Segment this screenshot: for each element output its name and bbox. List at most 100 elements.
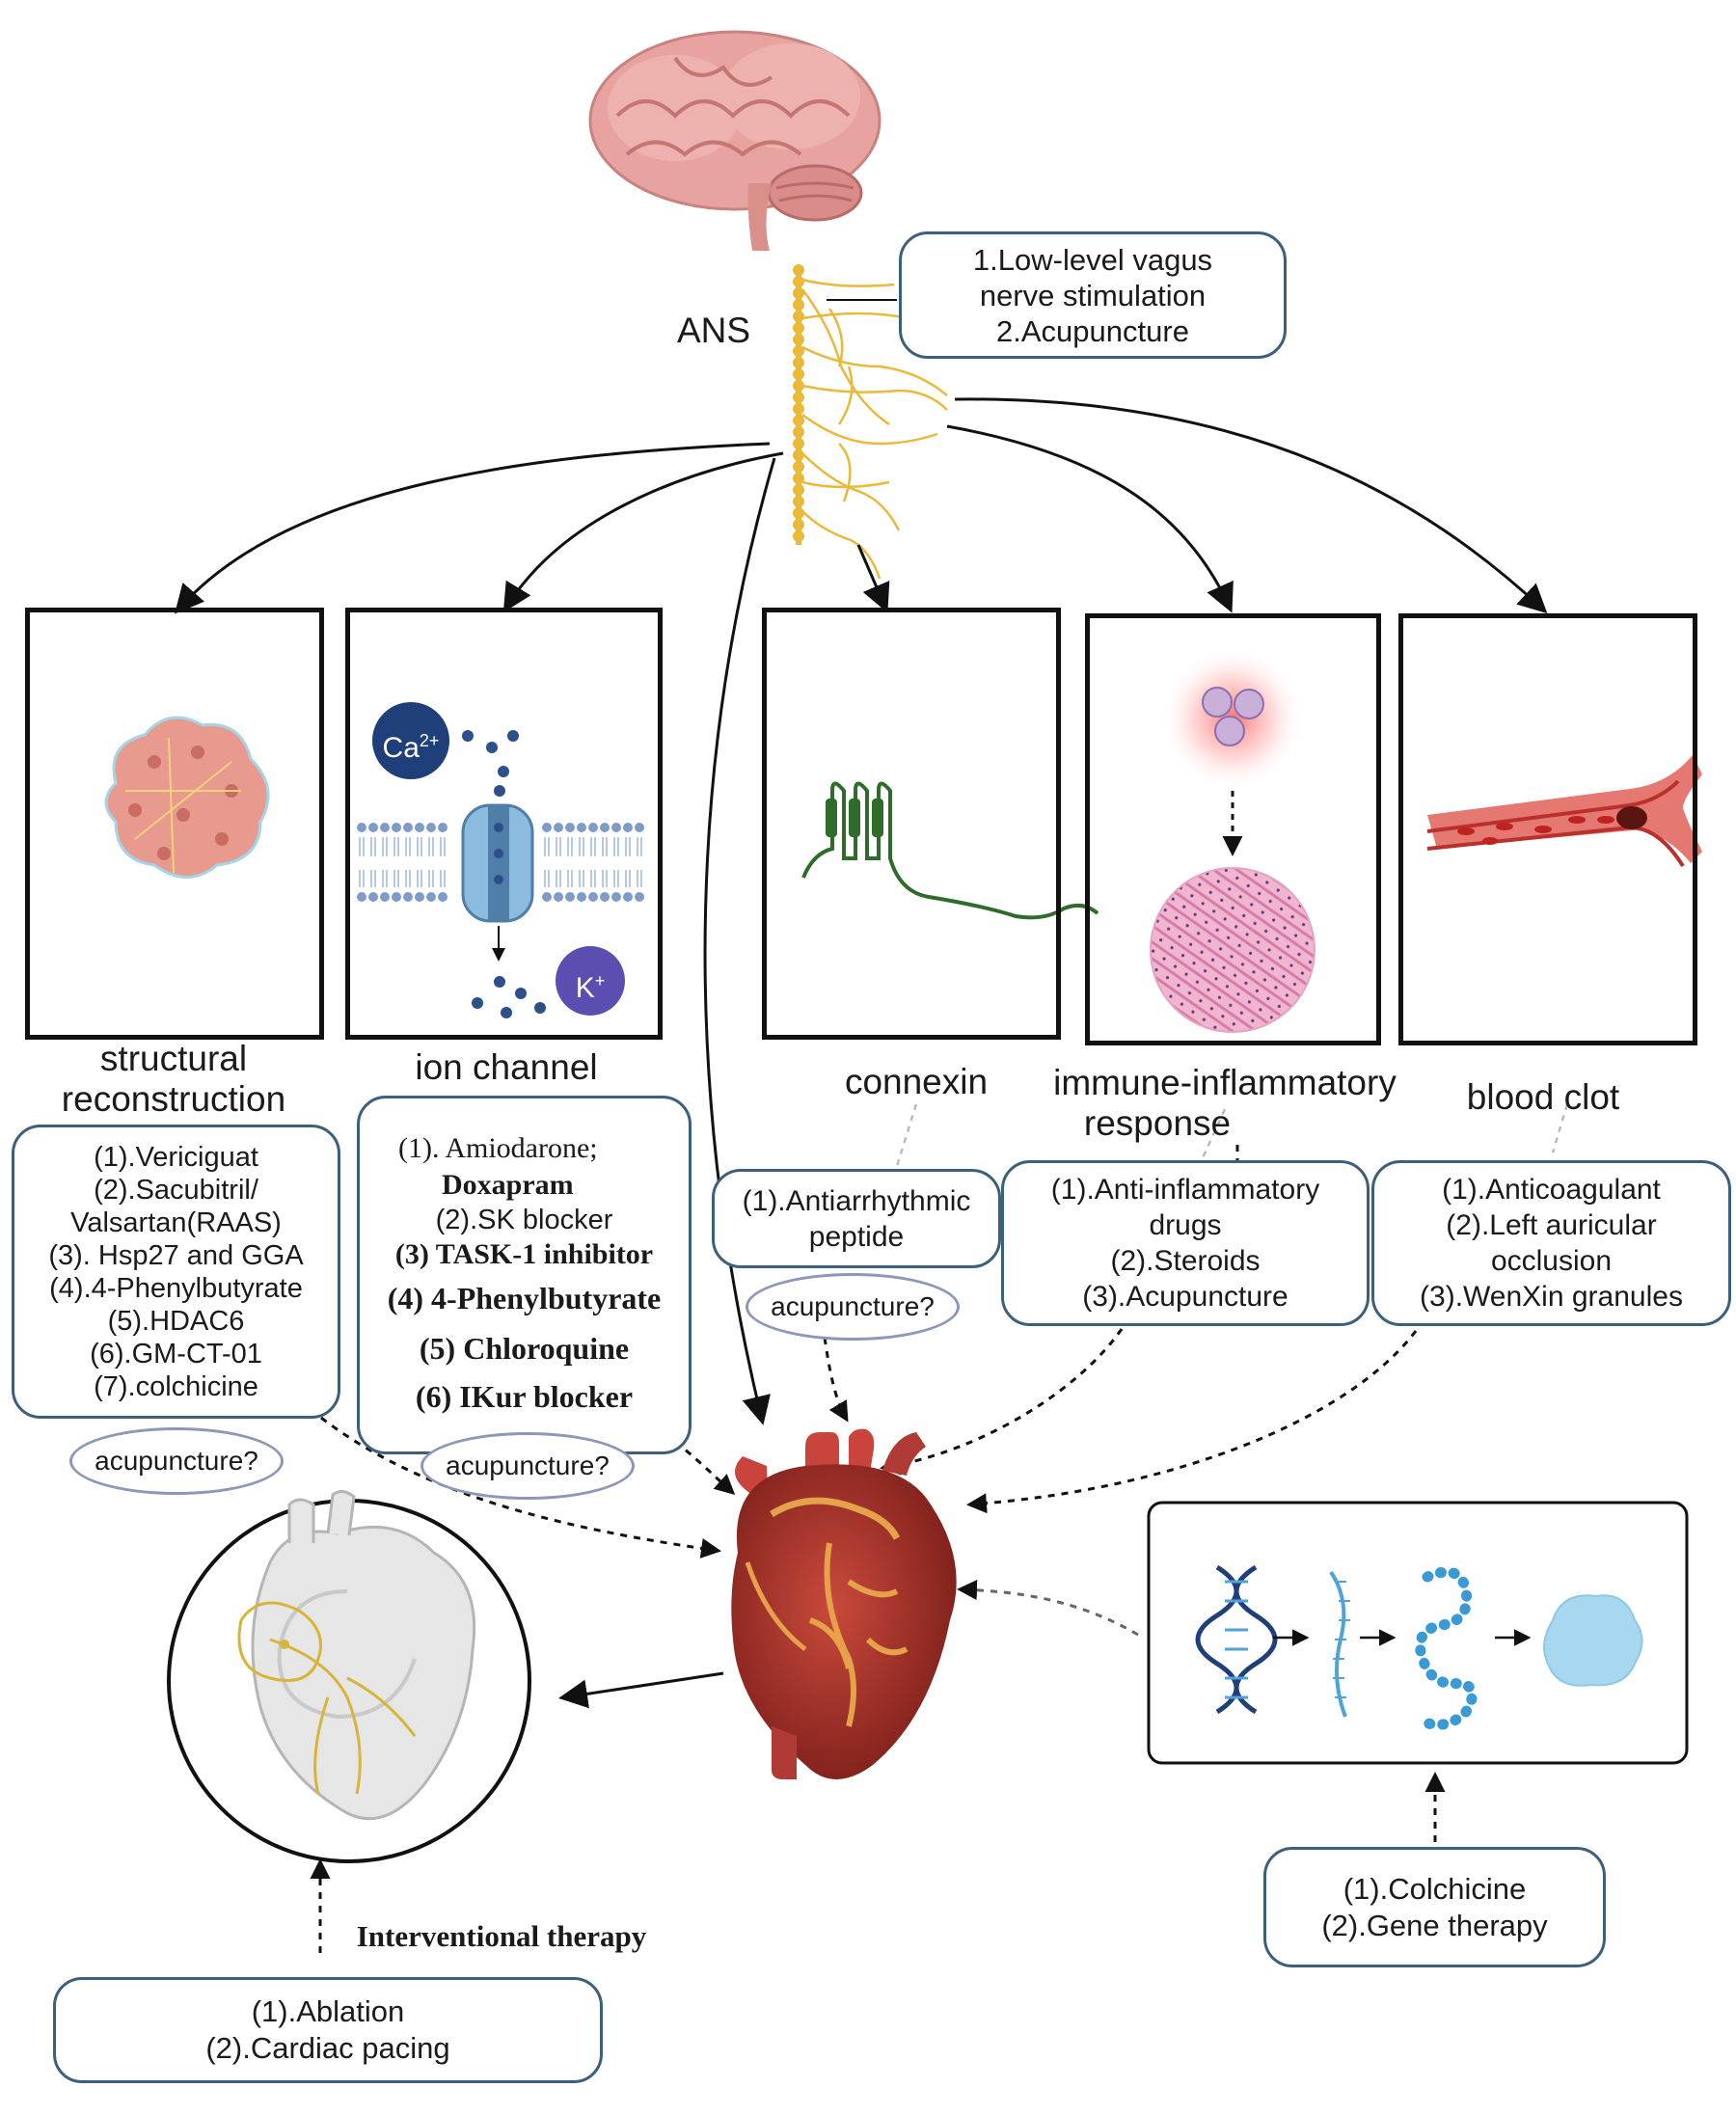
lipid-molecule <box>438 823 448 856</box>
lipid-molecule <box>357 823 366 856</box>
spinal-bead <box>793 334 804 345</box>
lipid-molecule <box>554 823 563 856</box>
lipid-molecule <box>577 823 586 856</box>
conduction-system-illustration <box>167 1490 531 1863</box>
lipid-molecule <box>368 870 378 902</box>
brain-illustration <box>588 30 882 251</box>
lipid-molecule <box>623 823 633 856</box>
gene-therapy-box: (1).Colchicine (2).Gene therapy <box>1263 1847 1606 1967</box>
ion-acupuncture-oval: acupuncture? <box>420 1432 635 1500</box>
arrow-to-immune <box>946 424 1234 613</box>
connexin-treatment-box: (1).Antiarrhythmic peptide <box>712 1169 1001 1268</box>
structural-panel <box>25 608 324 1040</box>
connexin-label: connexin <box>844 1062 989 1101</box>
spinal-bead <box>793 403 804 415</box>
spinal-cord-illustration <box>793 264 948 580</box>
ion-channel-illustration <box>357 702 644 1018</box>
heart-illustration <box>731 1428 957 1779</box>
lipid-molecule <box>565 823 575 856</box>
immune-treatment-box: (1).Anti-inflammatory drugs (2).Steroids… <box>1001 1160 1370 1326</box>
ion-channel-label: ion channel <box>415 1047 598 1087</box>
blood-clot-label: blood clot <box>1466 1077 1620 1117</box>
lipid-molecule <box>438 870 448 902</box>
spinal-bead <box>793 426 804 438</box>
lipid-molecule <box>554 870 563 902</box>
spinal-bead <box>793 264 804 276</box>
connexin-acupuncture-oval: acupuncture? <box>746 1273 960 1341</box>
spinal-bead <box>793 276 804 287</box>
ion-channel-panel <box>345 608 663 1040</box>
arrow-to-structural <box>175 442 771 614</box>
lipid-molecule <box>588 870 598 902</box>
lipid-molecule <box>403 823 413 856</box>
spinal-bead <box>793 392 804 403</box>
connexin-protein-illustration <box>801 781 1099 920</box>
lipid-molecule <box>565 870 575 902</box>
spinal-bead <box>793 368 804 380</box>
lipid-molecule <box>588 823 598 856</box>
blood-vessel-clot-illustration <box>1426 755 1702 868</box>
ion-channel-treatment-box: (1). Amiodarone; Doxapram (2).SK blocker… <box>357 1096 692 1454</box>
interventional-therapy-box: (1).Ablation (2).Cardiac pacing <box>53 1977 603 2083</box>
arrow-to-connexin <box>856 544 890 613</box>
lipid-molecule <box>415 870 424 902</box>
spinal-bead <box>793 473 804 484</box>
structural-treatment-box: (1).Vericiguat(2).Sacubitril/ Valsartan(… <box>12 1125 340 1419</box>
interventional-therapy-label: Interventional therapy <box>356 1919 647 1953</box>
calcium-ion-label: Ca2+ <box>382 731 440 764</box>
spinal-bead <box>793 299 804 311</box>
lipid-molecule <box>611 823 621 856</box>
lipid-molecule <box>600 870 610 902</box>
immune-panel <box>1085 613 1381 1045</box>
blood-clot-panel <box>1398 613 1697 1045</box>
blood-clot-treatment-box: (1).Anticoagulant (2).Left auricular occ… <box>1371 1160 1731 1326</box>
lipid-molecule <box>368 823 378 856</box>
lipid-molecule <box>577 870 586 902</box>
immune-label: immune-inflammatory response <box>1053 1063 1397 1143</box>
spinal-bead <box>793 449 804 461</box>
arrow-to-clot <box>954 397 1548 614</box>
cardiomyocyte-cluster-illustration <box>104 716 270 879</box>
potassium-ion-label: K+ <box>575 971 606 1004</box>
ans-therapy-box: 1.Low-level vagus nerve stimulation 2.Ac… <box>899 231 1287 359</box>
spinal-bead <box>793 287 804 299</box>
spinal-bead <box>793 415 804 426</box>
lipid-molecule <box>611 870 621 902</box>
lipid-molecule <box>403 870 413 902</box>
arrow-to-conduction <box>558 1671 724 1709</box>
arrow-to-ion <box>502 451 784 613</box>
spinal-bead <box>793 461 804 473</box>
connexin-panel <box>762 608 1061 1040</box>
lipid-molecule <box>392 823 401 856</box>
spinal-bead <box>793 519 804 530</box>
spinal-bead <box>793 380 804 392</box>
spinal-bead <box>793 507 804 519</box>
inflammation-illustration <box>1150 646 1316 1033</box>
spinal-bead <box>793 311 804 322</box>
lipid-molecule <box>426 870 436 902</box>
gene-expression-illustration <box>1147 1501 1689 1765</box>
structural-acupuncture-oval: acupuncture? <box>69 1427 284 1495</box>
lipid-molecule <box>542 823 552 856</box>
spinal-bead <box>793 345 804 357</box>
lipid-molecule <box>415 823 424 856</box>
spinal-bead <box>793 438 804 449</box>
spinal-bead <box>793 322 804 334</box>
lipid-molecule <box>357 870 366 902</box>
lipid-molecule <box>380 870 390 902</box>
lipid-molecule <box>635 823 644 856</box>
ans-label: ANS <box>676 311 751 350</box>
spinal-bead <box>793 496 804 507</box>
spinal-bead <box>793 484 804 496</box>
lipid-molecule <box>380 823 390 856</box>
spinal-bead <box>793 357 804 368</box>
lipid-molecule <box>542 870 552 902</box>
lipid-molecule <box>392 870 401 902</box>
spinal-bead <box>793 530 804 542</box>
lipid-molecule <box>600 823 610 856</box>
lipid-molecule <box>635 870 644 902</box>
lipid-molecule <box>426 823 436 856</box>
lipid-molecule <box>623 870 633 902</box>
